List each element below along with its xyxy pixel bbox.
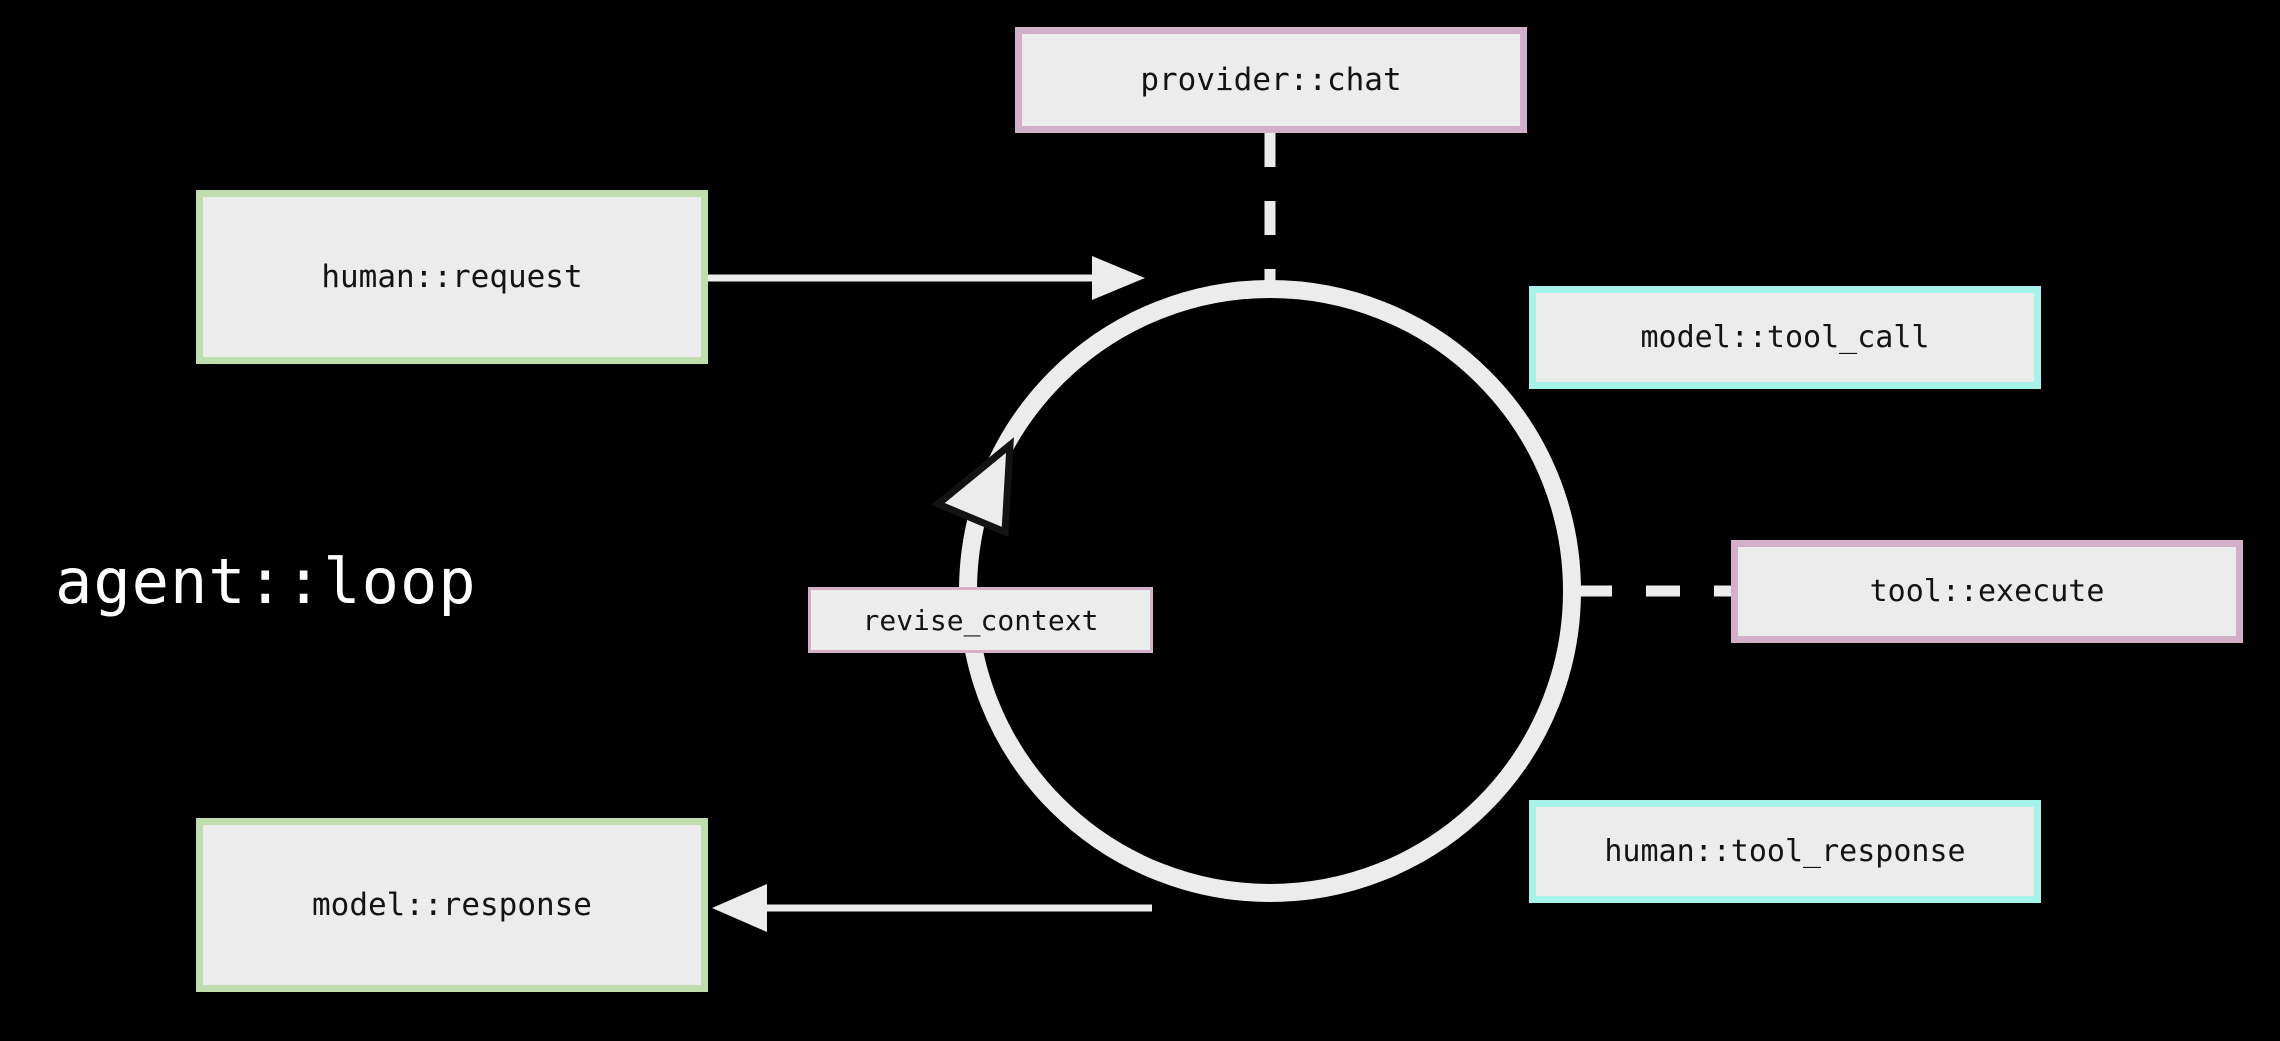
node-model-response[interactable]: model::response bbox=[196, 818, 708, 992]
loop-cycle-arrowhead bbox=[931, 437, 1014, 538]
node-human-tool-response[interactable]: human::tool_response bbox=[1529, 800, 2041, 903]
node-human-request-label: human::request bbox=[321, 259, 583, 295]
node-model-response-label: model::response bbox=[312, 887, 592, 923]
edge-request-to-loop-arrowhead bbox=[1092, 256, 1145, 300]
node-provider-chat-label: provider::chat bbox=[1140, 62, 1402, 98]
node-human-request[interactable]: human::request bbox=[196, 190, 708, 364]
node-revise-context[interactable]: revise_context bbox=[808, 587, 1153, 653]
node-revise-context-label: revise_context bbox=[862, 603, 1099, 637]
node-model-tool-call-label: model::tool_call bbox=[1640, 320, 1930, 355]
node-human-tool-response-label: human::tool_response bbox=[1604, 834, 1966, 869]
node-provider-chat[interactable]: provider::chat bbox=[1015, 27, 1527, 133]
edge-loop-to-response-arrowhead bbox=[712, 884, 767, 932]
node-tool-execute[interactable]: tool::execute bbox=[1731, 540, 2243, 643]
node-model-tool-call[interactable]: model::tool_call bbox=[1529, 286, 2041, 389]
diagram-title: agent::loop bbox=[55, 545, 477, 618]
node-tool-execute-label: tool::execute bbox=[1869, 574, 2105, 609]
